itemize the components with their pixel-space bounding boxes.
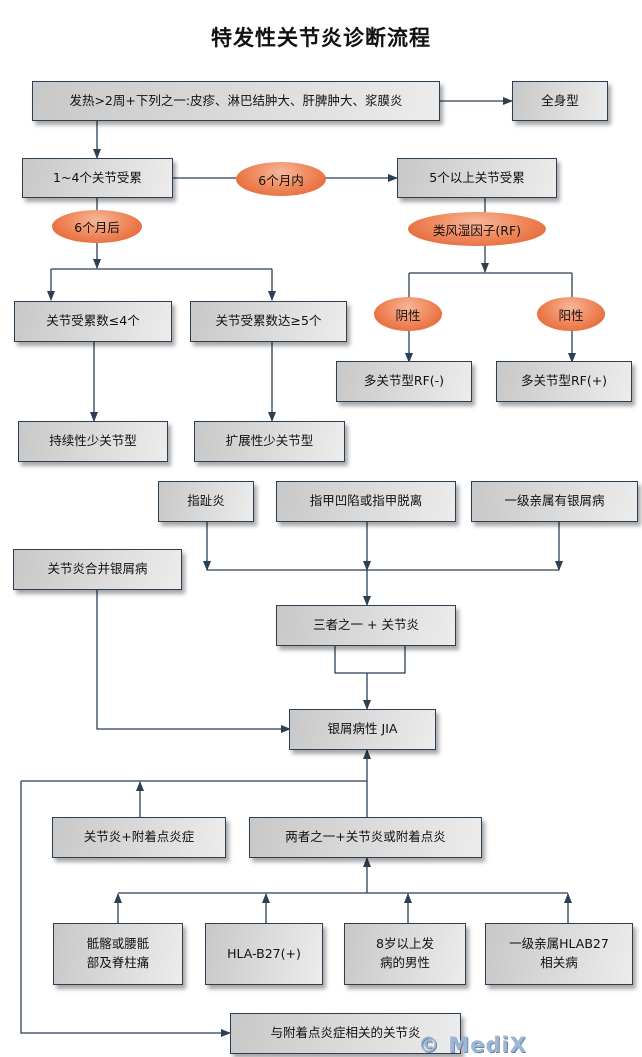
connector	[96, 589, 291, 733]
box-line: 部及脊柱痛	[86, 955, 150, 970]
enthesitis-related-arthritis-box: 与附着点炎症相关的关节炎	[230, 1013, 461, 1054]
diagram-title: 特发性关节炎诊断流程	[211, 26, 431, 50]
polyarticular-rf-negative-box: 多关节型RF(-)	[336, 361, 472, 402]
psoriatic-jia-box: 银屑病性 JIA	[289, 709, 436, 750]
systemic-type-box: 全身型	[512, 81, 608, 121]
one-of-two-box: 两者之一+关节炎或附着点炎	[249, 817, 482, 858]
connector	[334, 645, 406, 674]
family-hlab27-box: 一级亲属HLAB27 相关病	[485, 923, 633, 985]
joints-le4-box: 关节受累数≤4个	[14, 301, 172, 342]
joints-ge5-box: 关节受累数达≥5个	[190, 301, 347, 342]
one-of-three-box: 三者之一 + 关节炎	[276, 605, 456, 646]
rheumatoid-factor-oval: 类风湿因子(RF)	[408, 212, 546, 246]
fever-criteria-box: 发热>2周+下列之一:皮疹、淋巴结肿大、肝脾肿大、浆膜炎	[32, 81, 440, 121]
family-psoriasis-box: 一级亲属有银屑病	[471, 481, 638, 522]
nail-pitting-box: 指甲凹陷或指甲脱离	[276, 481, 456, 522]
box-line: 相关病	[540, 955, 578, 970]
box-line: 骶髂或腰骶	[86, 936, 150, 952]
rf-negative-oval: 阴性	[374, 297, 442, 331]
arthritis-with-psoriasis-box: 关节炎合并银屑病	[13, 549, 182, 590]
extended-oligoarticular-box: 扩展性少关节型	[194, 421, 345, 462]
box-line: 病的男性	[379, 955, 430, 970]
box-line: 8岁以上发	[376, 936, 434, 952]
connector	[20, 781, 231, 1037]
hla-b27-box: HLA-B27(+)	[205, 923, 323, 985]
joints-5-plus-box: 5个以上关节受累	[397, 158, 557, 198]
rf-positive-oval: 阳性	[537, 297, 605, 331]
male-over-8-box: 8岁以上发 病的男性	[344, 923, 466, 985]
watermark: © MediX	[418, 1033, 527, 1057]
arthritis-enthesitis-box: 关节炎+附着点炎症	[52, 817, 226, 858]
dactylitis-box: 指趾炎	[158, 481, 254, 522]
sacroiliac-pain-box: 骶髂或腰骶 部及脊柱痛	[53, 923, 183, 985]
box-line: 一级亲属HLAB27	[509, 936, 609, 952]
polyarticular-rf-positive-box: 多关节型RF(+)	[496, 361, 632, 402]
after-6-months-oval: 6个月后	[52, 210, 142, 243]
within-6-months-oval: 6个月内	[236, 162, 326, 196]
joints-1-4-box: 1~4个关节受累	[22, 158, 173, 198]
persistent-oligoarticular-box: 持续性少关节型	[18, 421, 168, 462]
